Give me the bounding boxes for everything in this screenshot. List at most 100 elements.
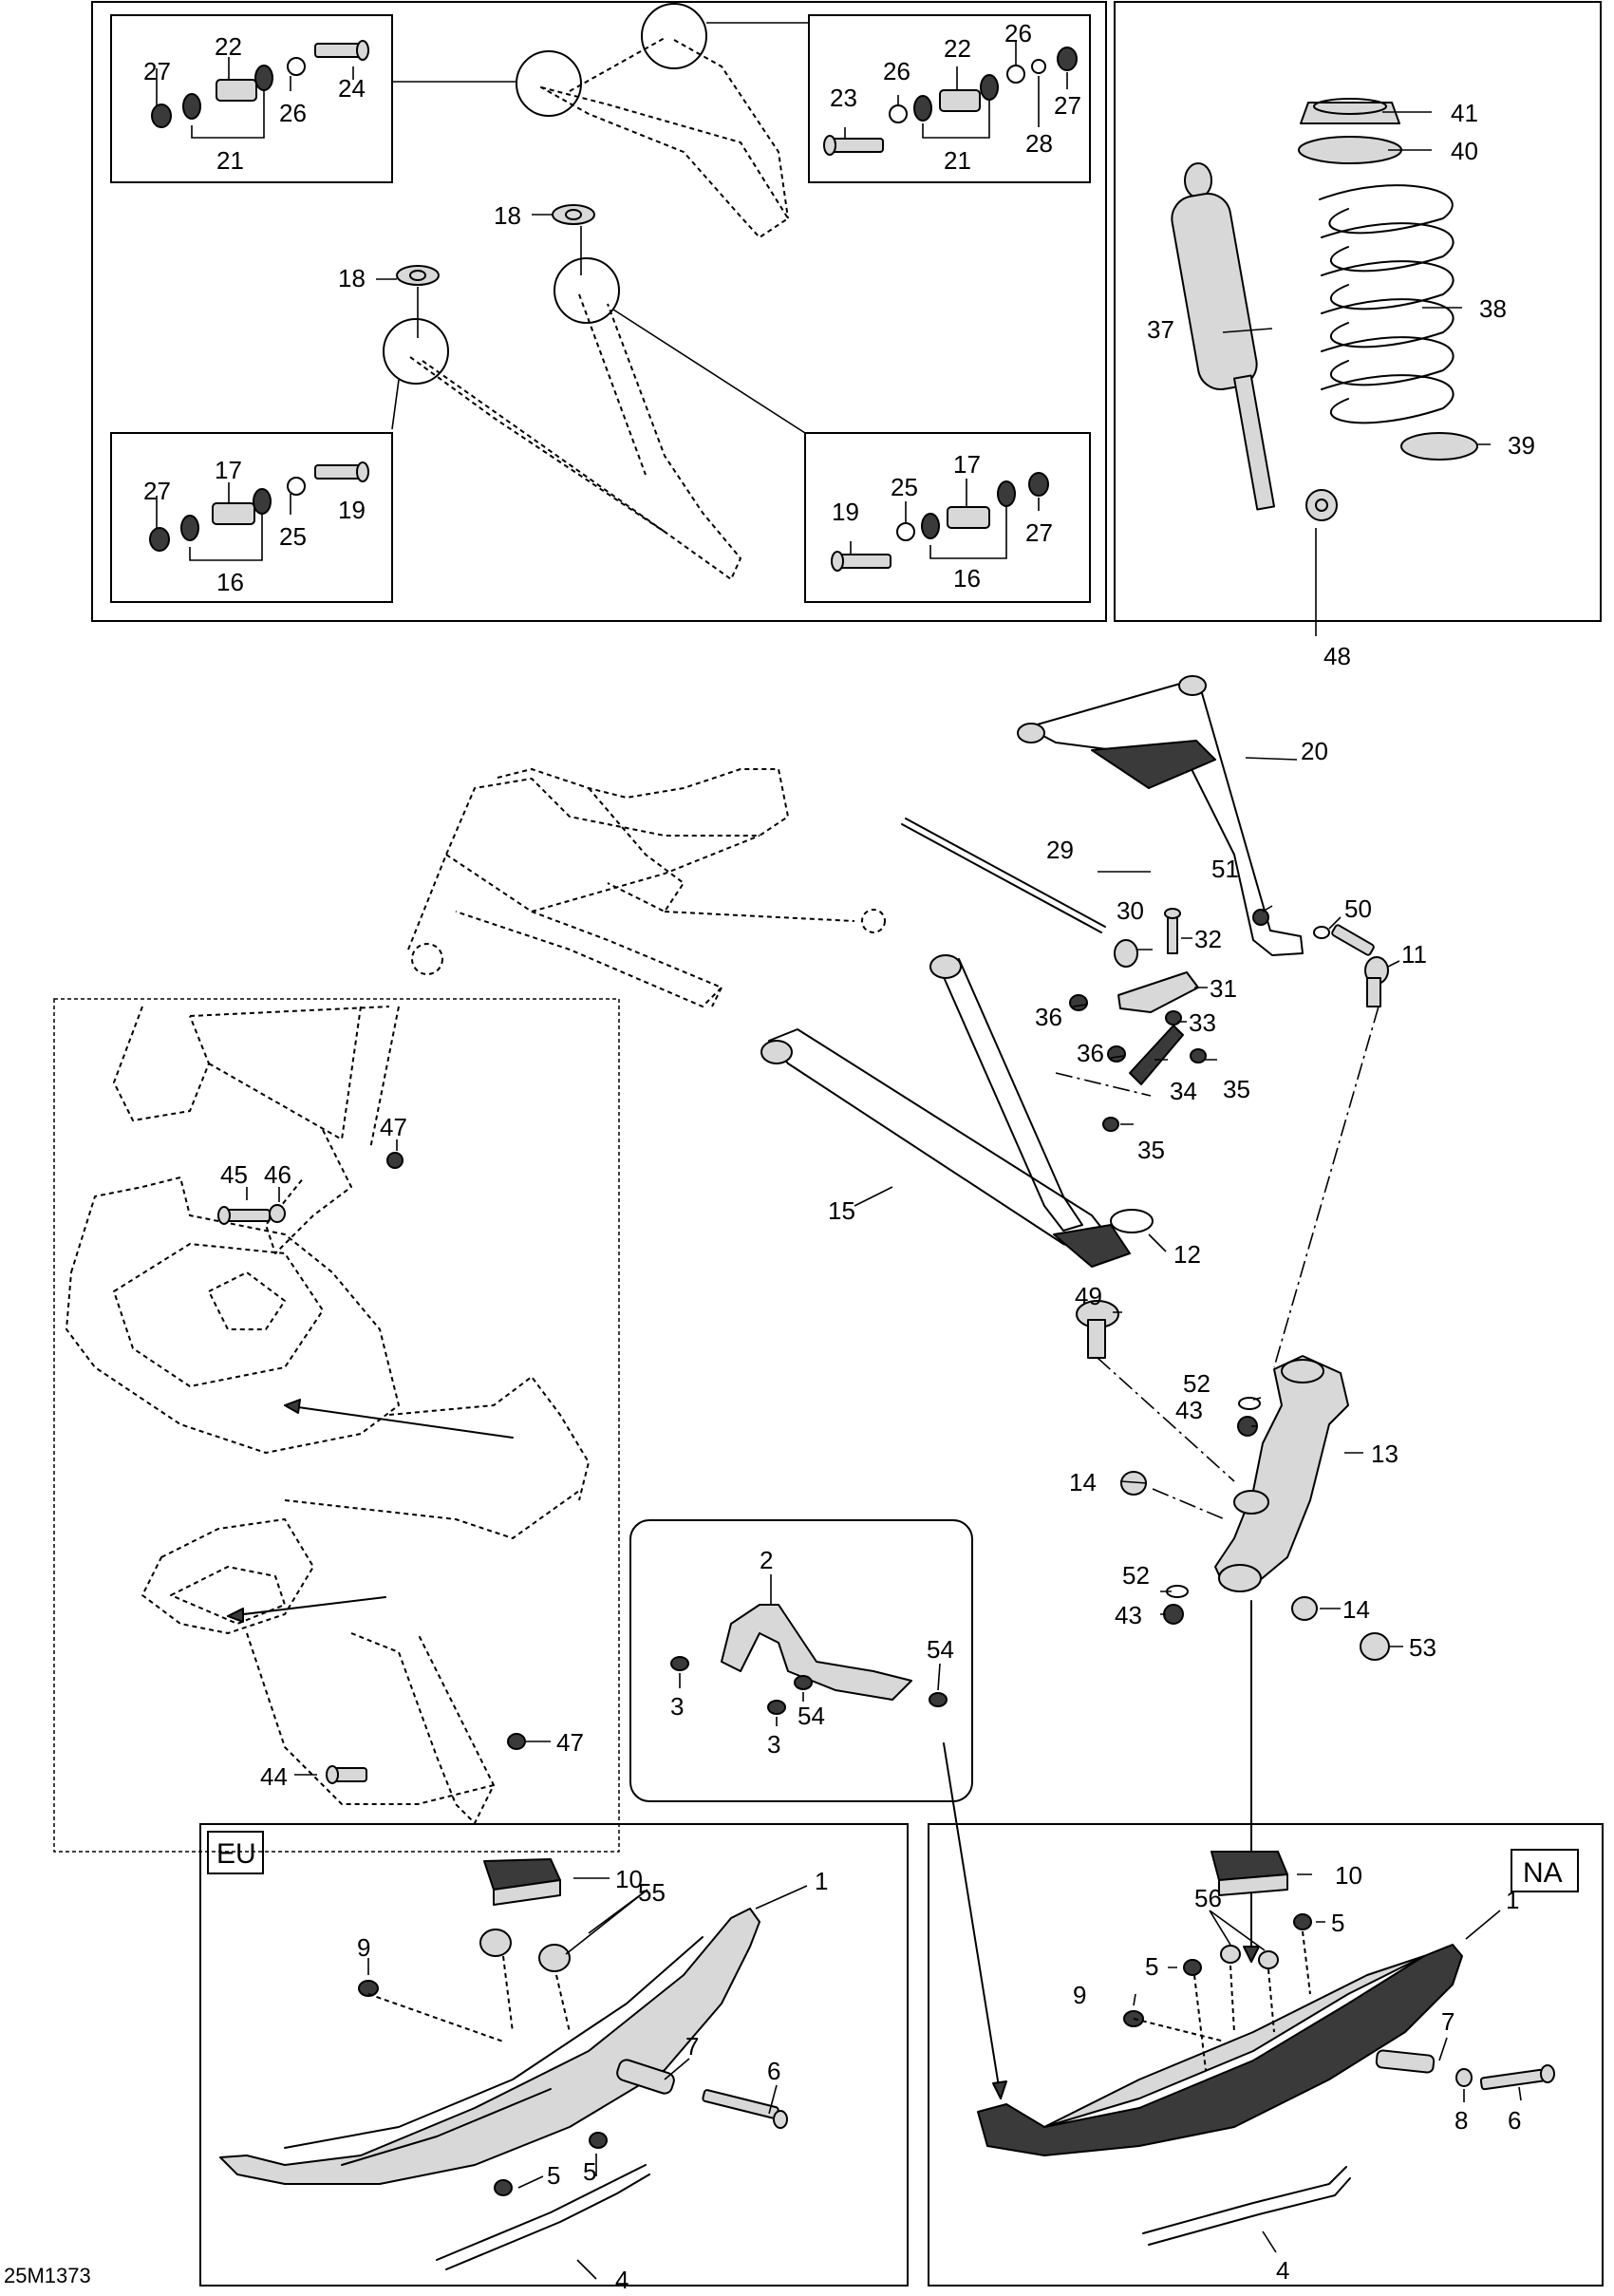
callout-47-upper: 47 [380,1113,407,1141]
callout-45: 45 [220,1160,248,1189]
callout-18-upper: 18 [494,201,521,230]
eu-callout-1: 1 [815,1867,828,1895]
na-callout-4: 4 [1276,2256,1289,2285]
callout-44: 44 [260,1762,288,1791]
callout-16: 16 [216,568,244,596]
callout-25-right: 25 [891,473,918,501]
bolt-19 [314,461,369,482]
na-tag: NA [1523,1857,1563,1889]
washer-52-upper [1238,1397,1261,1410]
eu-spacer-55-left [479,1929,512,1957]
callout-29: 29 [1046,836,1074,864]
spindle-13 [1214,1355,1349,1592]
na-nut-5-top [1293,1913,1312,1930]
callout-13: 13 [1371,1440,1398,1468]
bolt-32 [1164,908,1181,954]
callout-17-right: 17 [953,450,981,479]
ball-joint-11 [1331,924,1389,1007]
ring-12 [1110,1209,1154,1233]
eu-callout-9: 9 [357,1933,370,1962]
eu-callout-10: 10 [615,1865,643,1893]
bracket-31 [1117,971,1199,1013]
callout-51: 51 [1211,855,1239,883]
callout-28: 28 [1025,129,1053,158]
na-wear-pad-10 [1210,1851,1288,1896]
callout-12: 12 [1173,1240,1201,1269]
o-ring-28 [1031,59,1046,74]
callout-38: 38 [1479,294,1507,323]
nut-27 [151,104,172,128]
bolt-24 [314,40,369,61]
bushing-flange-21b [182,93,201,120]
ski-handle-2 [721,1604,912,1701]
diagram-code: 25M1373 [4,2264,91,2287]
frame-mounting-panel [53,998,620,1853]
na-ski-1 [977,1944,1463,2156]
spring-seat-40 [1298,136,1402,164]
eu-callout-5-right: 5 [583,2157,596,2186]
callout-21-right: 21 [944,146,971,175]
callout-40: 40 [1451,137,1478,165]
callout-11: 11 [1401,940,1427,969]
nut-36-upper [1069,994,1088,1011]
callout-26: 26 [279,99,307,127]
callout-54-right: 54 [927,1635,954,1664]
sleeve-53 [1360,1632,1390,1661]
tie-rod-29 [901,823,1102,933]
eu-wear-pad-10 [483,1858,561,1906]
upper-a-arm-20 [1017,675,1304,956]
a-arm-hardware-panel [91,1,1107,622]
frame-arrow-upper [284,1404,514,1439]
callout-2: 2 [760,1546,773,1574]
handle-to-ski-arrow [943,1742,1002,2099]
front-frame-ghost [66,1006,590,1824]
eu-callout-7: 7 [685,2032,699,2061]
bushing-flange-21a [254,65,273,91]
callout-50: 50 [1344,894,1372,923]
na-callout-8: 8 [1454,2106,1468,2135]
washer-46 [269,1204,286,1223]
callout-14-lower: 14 [1342,1595,1370,1624]
front-suspension-ghost [407,768,886,1007]
na-callout-6: 6 [1508,2106,1521,2135]
callout-16-right: 16 [953,564,981,593]
callout-24: 24 [338,74,366,103]
upper-arm-right-hardware-box: 26 22 26 23 27 28 21 [808,14,1091,183]
bolt-45 [217,1206,271,1225]
callout-49: 49 [1075,1282,1102,1310]
na-sleeve-7 [1375,2049,1436,2074]
callout-53: 53 [1409,1633,1436,1662]
nut-27-lower [149,527,170,552]
na-callout-56: 56 [1194,1884,1222,1912]
bushing-22-right [939,89,981,112]
callout-23: 23 [830,84,857,112]
na-callout-1: 1 [1506,1886,1519,1914]
na-tag-box [1511,1849,1579,1892]
upper-arm-left-hardware-box: 22 27 26 24 21 [110,14,393,183]
bolt-44 [326,1765,367,1784]
na-callout-10: 10 [1335,1861,1362,1890]
callout-39: 39 [1508,431,1535,460]
callout-27: 27 [143,57,171,85]
spring-clip-39 [1400,432,1478,461]
callout-25: 25 [279,522,307,551]
na-callout-9: 9 [1073,1981,1086,2009]
eu-ski-1 [219,1908,760,2185]
callout-30: 30 [1117,896,1144,925]
bushing-flange-16b [180,515,199,541]
callout-14-upper: 14 [1069,1468,1097,1496]
nut-27-lower-right [1028,472,1049,497]
lower-arm-left-hardware-box: 17 27 25 19 16 [110,432,393,603]
callout-32: 32 [1194,925,1222,953]
callout-37: 37 [1147,315,1174,344]
callout-52-lower: 52 [1122,1561,1150,1590]
callout-36-upper: 36 [1035,1003,1062,1031]
eu-callout-6: 6 [767,2057,780,2085]
callout-18-lower: 18 [338,264,366,292]
eu-sleeve-7 [616,2059,675,2095]
callout-20: 20 [1301,737,1328,765]
nut-35-lower [1102,1117,1119,1132]
callout-15: 15 [828,1196,855,1225]
nut-36-lower [1107,1045,1126,1063]
nut-51 [1252,909,1269,926]
